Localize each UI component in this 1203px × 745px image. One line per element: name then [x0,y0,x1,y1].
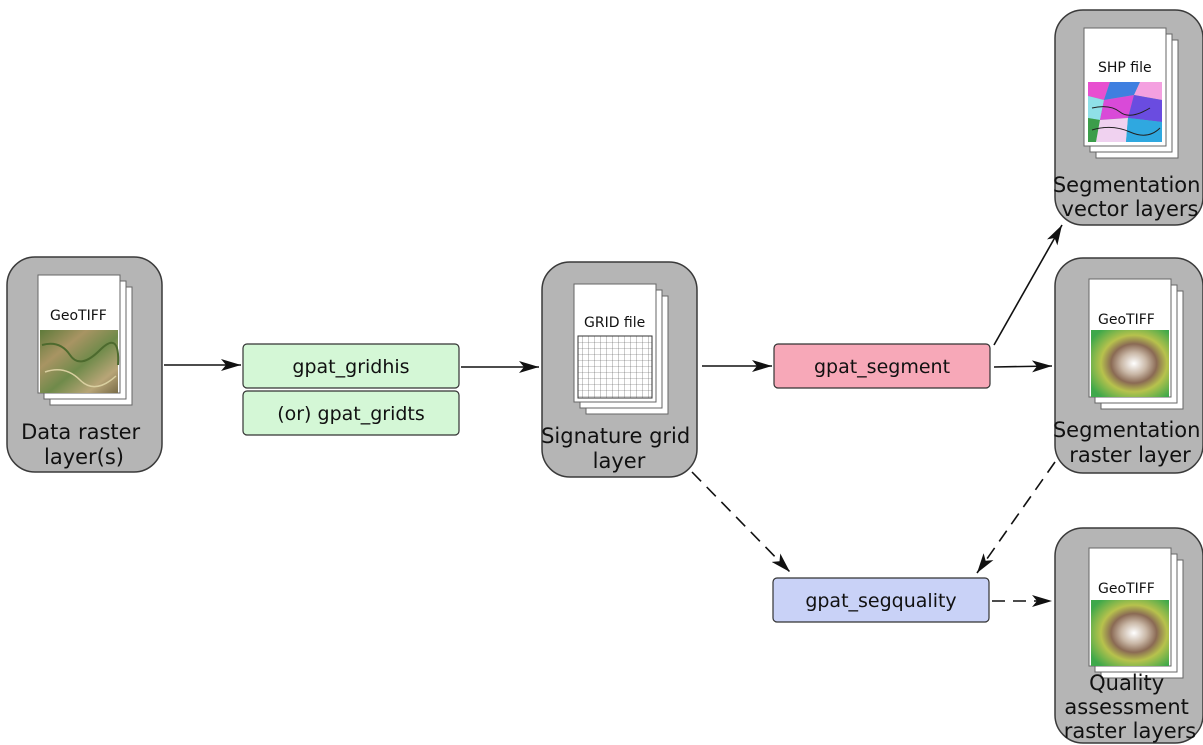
process-label: (or) gpat_gridts [277,403,425,425]
segments-thumbnail [1088,82,1162,142]
segquality-process-box: gpat_segquality [772,577,990,623]
data-raster-layer-node: GeoTIFF Data raster layer(s) [6,256,163,473]
layer-caption: Signature grid layer [541,424,697,473]
layer-caption: Segmentation raster layer [1053,418,1203,467]
arrow-segment-to-vector [993,224,1063,346]
elevation-thumbnail [1091,600,1169,666]
process-label: gpat_gridhis [292,356,409,378]
layer-caption: Data raster layer(s) [21,420,147,469]
geotiff-file-icon: GeoTIFF [37,274,133,406]
doc-type-label: SHP file [1098,60,1152,76]
geotiff-file-icon: GeoTIFF [1088,278,1184,410]
grid-thumbnail [577,335,653,399]
layer-caption: Segmentation vector layers [1053,173,1203,221]
doc-type-label: GeoTIFF [1098,312,1155,328]
segment-process-box: gpat_segment [773,343,991,389]
doc-type-label: GeoTIFF [50,308,107,324]
gridts-process-box: (or) gpat_gridts [242,390,460,436]
segmentation-raster-layer-node: GeoTIFF Segmentation raster layer [1053,257,1203,474]
signature-grid-layer-node: GRID file Signature grid layer [541,261,698,478]
doc-type-label: GeoTIFF [1098,581,1155,597]
shp-file-icon: SHP file [1083,27,1179,159]
geotiff-file-icon: GeoTIFF [1088,547,1184,679]
grid-file-icon: GRID file [573,283,669,415]
arrow-segment-to-raster [993,360,1053,373]
elevation-thumbnail [1091,330,1169,397]
process-label: gpat_segment [814,356,950,378]
layer-caption: Quality assessment raster layers [1064,671,1197,743]
arrow-signature-to-segquality [691,471,791,573]
process-label: gpat_segquality [805,590,956,612]
gridhis-process-box: gpat_gridhis [242,343,460,389]
arrow-raster-to-segquality [976,461,1056,574]
quality-assessment-layer-node: GeoTIFF Quality assessment raster layers [1054,527,1203,744]
segmentation-vector-layer-node: SHP file Segmentation vector layers [1053,9,1203,226]
doc-type-label: GRID file [584,315,645,331]
connectors [164,224,1063,607]
